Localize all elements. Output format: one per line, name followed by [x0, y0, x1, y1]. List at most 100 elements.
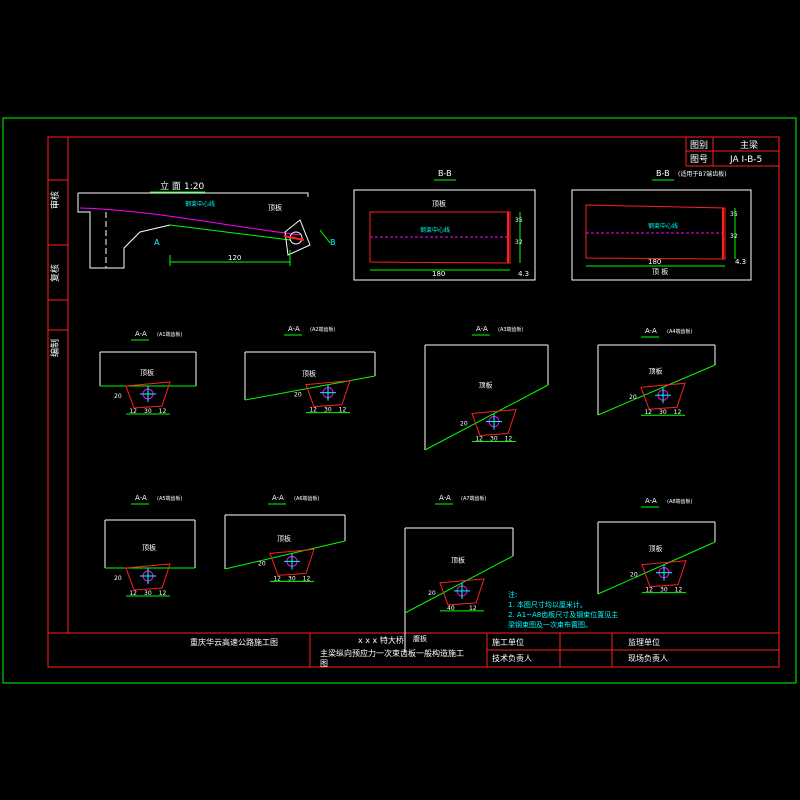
title-block-c2: 技术负责人 [492, 653, 532, 663]
elevation-slab-label: 顶板 [268, 203, 282, 212]
section-title: A-A [272, 494, 284, 502]
section-title: A-A [135, 330, 147, 338]
section-bb-1-title: B-B [438, 169, 452, 178]
section-bb-1-tendon: 钢束中心线 [420, 226, 450, 234]
section-slab-label: 顶板 [277, 534, 291, 543]
section-dim: 12 [159, 408, 167, 415]
section-height: 20 [629, 394, 637, 401]
section-dim: 12 [505, 436, 513, 443]
section-subtitle: (A8端齿板) [667, 498, 693, 505]
title-block-c3: 监理单位 [628, 637, 660, 647]
section-subtitle: (A5端齿板) [157, 495, 183, 502]
section-height: 20 [114, 575, 122, 582]
elevation-dim-main: 120 [228, 254, 241, 262]
title-box-value-2: JA I-B-5 [729, 155, 762, 165]
tendon-line [79, 207, 301, 236]
section-dim: 30 [324, 407, 332, 414]
section-subtitle: (A6端齿板) [294, 495, 320, 502]
elevation-section-a: A [154, 238, 160, 247]
section-bb-2-tendon: 钢束中心线 [648, 222, 678, 230]
section-height: 20 [294, 392, 302, 399]
section-bb-1: B-B 顶板 钢束中心线 180 4.3 35 32 [353, 169, 536, 281]
section-subtitle: (A2端齿板) [310, 326, 336, 333]
side-label-1: 审核 [49, 191, 61, 209]
section-bb-2-title: B-B [656, 169, 670, 178]
notes-line-2: 2. A1~A8齿板尺寸及钢束位置见主 [508, 610, 618, 619]
section-height: 20 [428, 590, 436, 597]
notes-line-1: 1. 本图尺寸均以厘米计。 [508, 600, 587, 609]
title-block-drawing-name-2: 图 [320, 659, 328, 668]
section-dim: 12 [159, 590, 167, 597]
section-dim: 40 [447, 605, 455, 612]
title-box-value-1: 主梁 [740, 139, 758, 151]
section-slab-label: 顶板 [142, 543, 156, 552]
section-bb-2-h1: 35 [730, 211, 738, 218]
section-subtitle: (A1端齿板) [157, 331, 183, 338]
section-title: A-A [135, 494, 147, 502]
section-height: 20 [114, 393, 122, 400]
section-bb-2: B-B (适用于B7端齿板) 钢束中心线 180 顶 板 4.3 35 32 [571, 169, 752, 281]
title-box-label-2: 图号 [690, 154, 708, 165]
side-label-2: 复核 [49, 264, 61, 282]
title-block-c4: 现场负责人 [628, 653, 668, 663]
section-dim: 30 [659, 409, 667, 416]
section-subtitle: (A4端齿板) [667, 328, 693, 335]
section-dim: 12 [469, 605, 477, 612]
elevation-view: 立 面 1:20 钢束中心线 顶板 A B 120 [77, 180, 336, 269]
section-slab-label: 顶板 [649, 367, 663, 376]
section-dim: 30 [144, 408, 152, 415]
section-slab-label: 顶板 [479, 380, 493, 389]
section-slab-label: 顶板 [649, 544, 663, 553]
section-aa-5: A-A (A5端齿板) 顶板 12 30 12 20 [104, 494, 196, 597]
section-title: A-A [645, 497, 657, 505]
section-dim: 12 [675, 587, 683, 594]
section-subtitle: (A3端齿板) [498, 326, 524, 333]
title-block: 重庆华云高速公路施工图 x x x 特大桥 主梁纵向预应力一次束齿板一般构造施工… [190, 635, 668, 668]
section-subtitle: (A7端齿板) [461, 495, 487, 502]
section-dim: 12 [644, 409, 652, 416]
title-block-c1: 施工单位 [492, 637, 524, 647]
section-title: A-A [439, 494, 451, 502]
elevation-tendon-label: 钢束中心线 [185, 200, 215, 208]
drawing-frame [47, 136, 780, 668]
elevation-scale: 1:20 [184, 182, 204, 192]
section-height: 20 [258, 560, 266, 567]
section-dim: 12 [645, 587, 653, 594]
section-slab-label: 顶板 [451, 555, 465, 564]
section-side-label: 腹板 [413, 634, 427, 643]
section-bb-1-side: 4.3 [518, 270, 529, 278]
section-bb-1-slab: 顶板 [432, 199, 446, 208]
section-slab-label: 顶板 [302, 369, 316, 378]
section-dim: 12 [129, 590, 137, 597]
section-height: 20 [460, 421, 468, 428]
section-dim: 12 [475, 436, 483, 443]
section-bb-2-bottom: 顶 板 [652, 267, 668, 276]
title-block-project: x x x 特大桥 [358, 635, 404, 645]
section-dim: 12 [303, 575, 311, 582]
section-height: 20 [630, 572, 638, 579]
section-dim: 30 [144, 590, 152, 597]
section-dim: 12 [129, 408, 137, 415]
section-dim: 30 [660, 587, 668, 594]
section-dim: 30 [288, 575, 296, 582]
section-bb-2-h2: 32 [730, 233, 738, 240]
side-labels: 审核 复核 编制 [49, 191, 61, 357]
section-bb-1-width: 180 [432, 270, 445, 278]
title-box-label-1: 图别 [690, 140, 708, 151]
section-bb-2-width: 180 [648, 258, 661, 266]
section-aa-8: A-A (A8端齿板) 顶板 12 30 12 20 [597, 497, 716, 595]
section-bb-1-h1: 35 [515, 217, 523, 224]
side-label-3: 编制 [49, 339, 61, 357]
section-title: A-A [476, 325, 488, 333]
section-dim: 12 [674, 409, 682, 416]
section-title: A-A [288, 325, 300, 333]
section-bb-2-side: 4.3 [735, 258, 746, 266]
